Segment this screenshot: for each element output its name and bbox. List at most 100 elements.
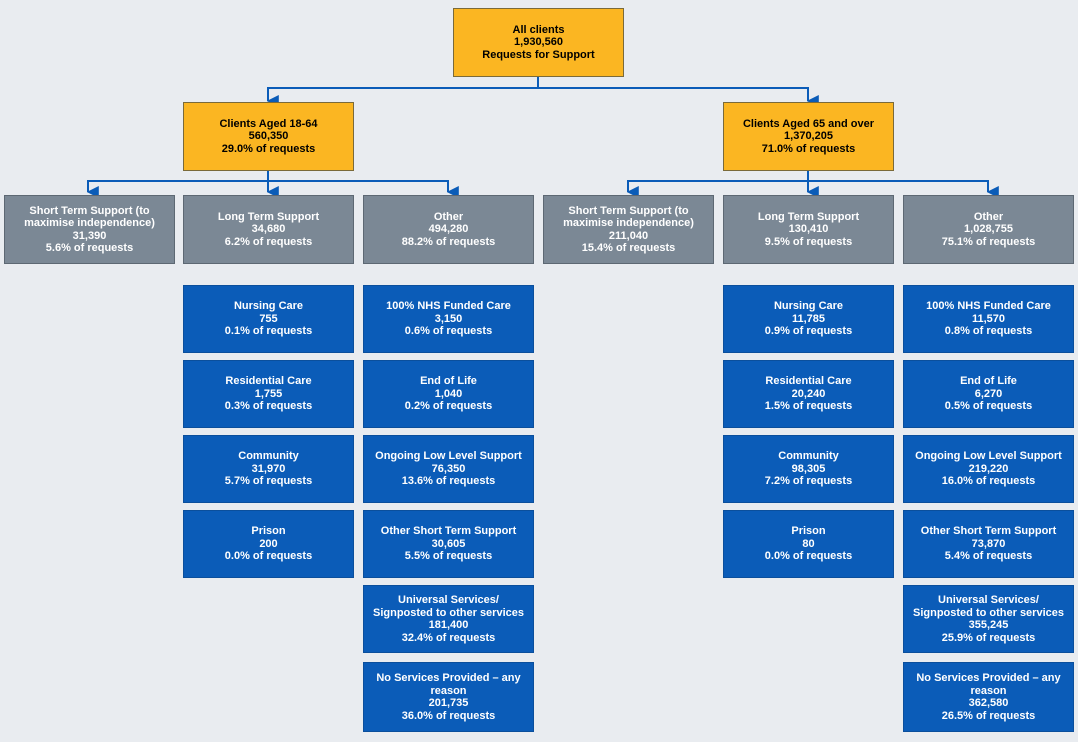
group-18-64-other-item-title: End of Life <box>420 375 477 388</box>
group-18-64-long-term-item-pct: 0.3% of requests <box>224 400 313 413</box>
group-65-over-other-item-pct: 0.5% of requests <box>944 400 1033 413</box>
group-18-64-other-item-value: 1,040 <box>434 387 463 400</box>
group-18-64-header-title: Clients Aged 18-64 <box>219 117 318 130</box>
group-18-64-other-item-title: No Services Provided – any reason <box>376 672 521 697</box>
group-18-64-long-term-pct: 6.2% of requests <box>224 235 313 248</box>
group-18-64-other-item-pct: 5.5% of requests <box>404 550 493 563</box>
group-18-64-other-item-pct: 36.0% of requests <box>401 709 496 722</box>
group-65-over-long-term-title: Long Term Support <box>757 210 860 223</box>
group-65-over-other-item-title: Other Short Term Support <box>920 525 1057 538</box>
group-65-over-other-item-pct: 5.4% of requests <box>944 550 1033 563</box>
group-65-over-long-term-item-title: Residential Care <box>765 375 852 388</box>
group-65-over-other-item-value: 11,570 <box>971 312 1006 325</box>
group-65-over-other-title: Other <box>973 210 1004 223</box>
group-65-over-long-term-item-value: 11,785 <box>791 312 826 325</box>
group-18-64-other-item-title: 100% NHS Funded Care <box>386 300 511 313</box>
group-18-64-other-pct: 88.2% of requests <box>401 235 496 248</box>
group-65-over-other-item-value: 73,870 <box>971 537 1006 550</box>
group-18-64-long-term-title: Long Term Support <box>217 210 320 223</box>
group-65-over-other-item-title: Universal Services/ Signposted to other … <box>913 594 1064 619</box>
group-65-over-header-title: Clients Aged 65 and over <box>742 117 875 130</box>
group-18-64-other-value: 494,280 <box>428 223 469 236</box>
group-65-over-short-term-pct: 15.4% of requests <box>581 242 676 254</box>
group-18-64-long-term-item-value: 200 <box>259 537 278 550</box>
root-node-sub: Requests for Support <box>482 48 595 61</box>
group-65-over-long-term-item-title: Nursing Care <box>773 300 844 313</box>
group-18-64-short-term-pct: 5.6% of requests <box>45 242 134 254</box>
group-18-64-other-item-title: Universal Services/ Signposted to other … <box>373 594 524 619</box>
group-65-over-long-term-item-pct: 7.2% of requests <box>764 475 853 488</box>
root-node-title: All clients <box>512 23 565 36</box>
group-18-64-other-item-pct: 32.4% of requests <box>401 631 496 644</box>
group-18-64-long-term-item-value: 755 <box>259 312 278 325</box>
group-18-64-other-item-title: Other Short Term Support <box>380 525 517 538</box>
group-18-64-other-item-value: 3,150 <box>434 312 463 325</box>
group-65-over-other-item-value: 355,245 <box>968 619 1009 631</box>
group-65-over-other-item-title: 100% NHS Funded Care <box>926 300 1051 313</box>
group-18-64-other-item-pct: 0.6% of requests <box>404 325 493 338</box>
group-65-over-other-item-pct: 16.0% of requests <box>941 475 1036 488</box>
group-18-64-short-term: Short Term Support (to maximise independ… <box>4 195 175 264</box>
group-65-over-short-term-value: 211,040 <box>608 229 649 242</box>
group-18-64-other-item-value: 30,605 <box>431 537 466 550</box>
group-65-over-short-term: Short Term Support (to maximise independ… <box>543 195 714 264</box>
group-65-over-other-item-pct: 25.9% of requests <box>941 631 1036 644</box>
group-18-64-long-term-item-pct: 0.0% of requests <box>224 550 313 563</box>
group-18-64-long-term-item-pct: 5.7% of requests <box>224 475 313 488</box>
group-18-64-long-term-value: 34,680 <box>251 223 286 236</box>
group-65-over-long-term-item-value: 98,305 <box>791 462 826 475</box>
group-65-over-long-term-item-title: Prison <box>791 525 826 538</box>
group-18-64-other-item-pct: 0.2% of requests <box>404 400 493 413</box>
group-65-over-long-term-item-pct: 0.0% of requests <box>764 550 853 563</box>
group-18-64-other-item-value: 76,350 <box>431 462 466 475</box>
group-65-over-other-item-value: 362,580 <box>968 697 1009 709</box>
group-18-64-other-item: Universal Services/ Signposted to other … <box>363 585 534 653</box>
group-65-over-other-item-pct: 0.8% of requests <box>944 325 1033 338</box>
group-18-64-other-item-value: 181,400 <box>428 619 469 631</box>
group-65-over-other-item-title: No Services Provided – any reason <box>916 672 1061 697</box>
group-18-64-other-item-title: Ongoing Low Level Support <box>375 450 522 463</box>
group-65-over-other-item-value: 219,220 <box>968 462 1009 475</box>
group-65-over-long-term-value: 130,410 <box>788 223 829 236</box>
group-18-64-long-term-item-title: Community <box>238 450 299 463</box>
group-65-over-other-pct: 75.1% of requests <box>941 235 1036 248</box>
group-65-over-long-term-item-title: Community <box>778 450 839 463</box>
group-18-64-long-term-item-title: Residential Care <box>225 375 312 388</box>
group-18-64-long-term-item-title: Prison <box>251 525 286 538</box>
group-18-64-header-pct: 29.0% of requests <box>221 142 316 155</box>
group-18-64-long-term-item-value: 31,970 <box>251 462 286 475</box>
group-18-64-long-term-item-title: Nursing Care <box>233 300 304 313</box>
group-65-over-other-value: 1,028,755 <box>964 223 1013 236</box>
group-65-over-long-term-item-pct: 1.5% of requests <box>764 400 853 413</box>
group-18-64-other-title: Other <box>433 210 464 223</box>
group-18-64-other-item-pct: 13.6% of requests <box>401 475 496 488</box>
root-node-value: 1,930,560 <box>514 36 563 49</box>
group-18-64-header-value: 560,350 <box>248 130 289 143</box>
group-18-64-other-item-value: 201,735 <box>428 697 469 709</box>
group-65-over-long-term-item-value: 80 <box>802 537 815 550</box>
group-65-over-other-item-pct: 26.5% of requests <box>941 709 1036 722</box>
